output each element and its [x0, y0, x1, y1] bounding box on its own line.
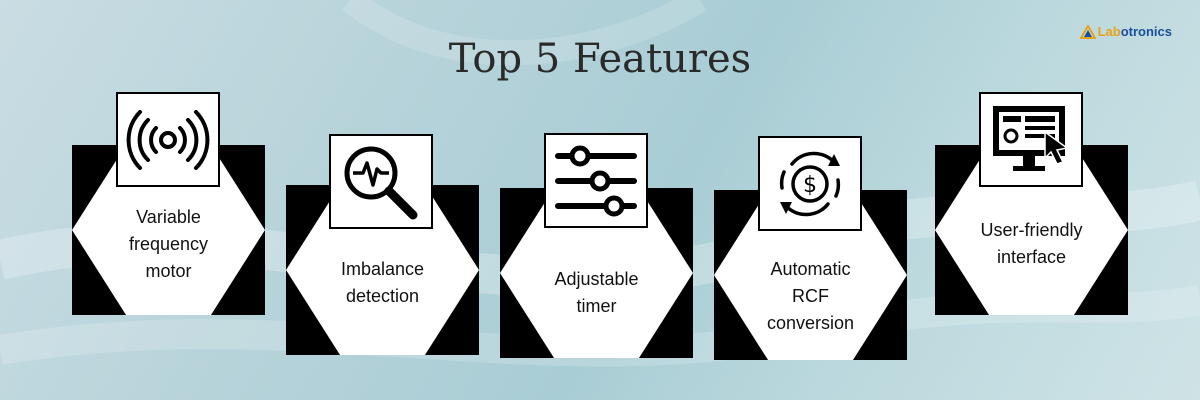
sliders-icon — [555, 145, 637, 216]
computer-interface-icon — [993, 105, 1069, 171]
feature-label: Automatic RCF conversion — [766, 259, 855, 333]
magnifier-pulse-icon — [344, 146, 418, 219]
feature-label: Imbalance detection — [340, 259, 425, 306]
logo-text-part1: Lab — [1097, 24, 1121, 39]
page-title: Top 5 Features — [448, 36, 752, 82]
feature-label: Adjustable timer — [554, 269, 639, 316]
dollar-conversion-icon: $ — [779, 151, 841, 216]
triangle-logo-icon — [1079, 24, 1096, 39]
icon-box — [979, 92, 1083, 187]
icon-box: $ — [758, 136, 862, 231]
svg-text:$: $ — [803, 173, 817, 198]
icon-box — [329, 134, 433, 229]
feature-label: Variable frequency motor — [128, 207, 209, 281]
feature-label: User-friendly interface — [980, 220, 1083, 267]
logo-text-part2: otronics — [1120, 24, 1172, 39]
icon-box — [116, 92, 220, 187]
icon-box — [544, 133, 648, 228]
vibration-waves-icon — [126, 109, 210, 170]
